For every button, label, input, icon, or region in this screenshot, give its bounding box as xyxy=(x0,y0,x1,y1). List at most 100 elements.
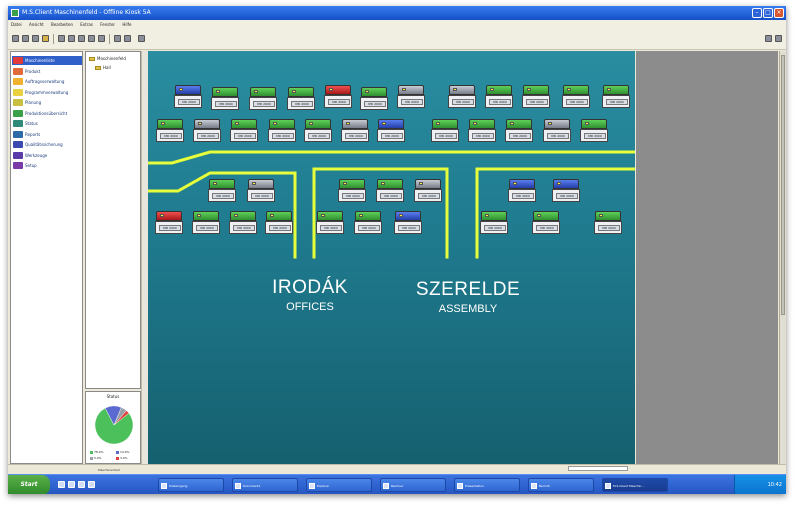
help-icon[interactable] xyxy=(138,35,145,42)
list-icon[interactable] xyxy=(98,35,105,42)
zoom-icon[interactable] xyxy=(78,35,85,42)
machine-tile[interactable]: MD 2000 xyxy=(174,85,202,108)
taskbar-item[interactable]: Rechner xyxy=(380,478,446,492)
taskbar-item[interactable]: Posteingang xyxy=(158,478,224,492)
machine-tile[interactable]: MD 2000 xyxy=(268,119,296,142)
taskbar-item[interactable]: Explorer xyxy=(306,478,372,492)
machine-tile[interactable]: MD 2000 xyxy=(552,179,580,202)
machine-tile[interactable]: MD 2000 xyxy=(480,211,508,234)
maximize-button[interactable]: □ xyxy=(763,8,773,18)
back-icon[interactable] xyxy=(12,35,19,42)
machine-tile[interactable]: MD 2000 xyxy=(360,87,388,110)
quicklaunch-desktop-icon[interactable] xyxy=(68,481,75,488)
machine-tile[interactable]: MD 2000 xyxy=(414,179,442,202)
machine-tile[interactable]: MD 2000 xyxy=(376,179,404,202)
machine-tile[interactable]: MD 2000 xyxy=(247,179,275,202)
sidebar-item-label: Produktionsübersicht xyxy=(25,110,68,116)
sidebar-item[interactable]: Programmverwaltung xyxy=(12,88,82,97)
quicklaunch-ie-icon[interactable] xyxy=(58,481,65,488)
quicklaunch-media-icon[interactable] xyxy=(88,481,95,488)
tray-clock[interactable]: 10:42 xyxy=(767,482,782,488)
menu-window[interactable]: Fenster xyxy=(100,22,116,27)
scrollbar-thumb[interactable] xyxy=(781,55,785,315)
machine-tile[interactable]: MD 2000 xyxy=(377,119,405,142)
machine-tile[interactable]: MD 2000 xyxy=(304,119,332,142)
machine-status-icon xyxy=(288,87,314,97)
machine-tile[interactable]: MD 2000 xyxy=(580,119,608,142)
grid-icon[interactable] xyxy=(88,35,95,42)
taskbar-item-label: M.S.Client Maschin... xyxy=(613,484,645,488)
machine-tile[interactable]: MD 2000 xyxy=(522,85,550,108)
taskbar-item[interactable]: Dokument1 xyxy=(232,478,298,492)
machine-tile[interactable]: MD 2000 xyxy=(338,179,366,202)
sidebar-item[interactable]: Setup xyxy=(12,161,82,170)
map-scrollbar[interactable] xyxy=(779,51,786,464)
horizontal-scrollbar[interactable] xyxy=(568,466,628,471)
refresh-icon[interactable] xyxy=(32,35,39,42)
forward-icon[interactable] xyxy=(22,35,29,42)
settings-icon[interactable] xyxy=(124,35,131,42)
machine-tile[interactable]: MD 2000 xyxy=(394,211,422,234)
menu-view[interactable]: Ansicht xyxy=(28,22,44,27)
tree-root-node[interactable]: Maschinenfeld xyxy=(89,56,126,61)
machine-tile[interactable]: MD 2000 xyxy=(211,87,239,110)
minimize-button[interactable]: – xyxy=(752,8,762,18)
machine-tile[interactable]: MD 2000 xyxy=(192,211,220,234)
pin-icon[interactable] xyxy=(775,35,782,42)
sidebar-item[interactable]: Qualitätssicherung xyxy=(12,140,82,149)
print-icon[interactable] xyxy=(58,35,65,42)
menu-tools[interactable]: Extras xyxy=(80,22,93,27)
taskbar-item[interactable]: Bericht xyxy=(528,478,594,492)
machine-tile[interactable]: MD 2000 xyxy=(155,211,183,234)
taskbar-item[interactable]: M.S.Client Maschin... xyxy=(602,478,668,492)
save-icon[interactable] xyxy=(68,35,75,42)
machine-tile[interactable]: MD 2000 xyxy=(448,85,476,108)
machine-tile[interactable]: MD 2000 xyxy=(485,85,513,108)
machine-tile[interactable]: MD 2000 xyxy=(229,211,257,234)
sidebar-item[interactable]: Reports xyxy=(12,130,82,139)
machine-tile[interactable]: MD 2000 xyxy=(354,211,382,234)
folder-icon[interactable] xyxy=(42,35,49,42)
taskbar-item[interactable]: Präsentation xyxy=(454,478,520,492)
machine-tile[interactable]: MD 2000 xyxy=(397,85,425,108)
sidebar-item[interactable]: Werkzeuge xyxy=(12,151,82,160)
machine-tile[interactable]: MD 2000 xyxy=(602,85,630,108)
machine-tile[interactable]: MD 2000 xyxy=(230,119,258,142)
quicklaunch-mail-icon[interactable] xyxy=(78,481,85,488)
machine-tile[interactable]: MD 2000 xyxy=(208,179,236,202)
machine-tile[interactable]: MD 2000 xyxy=(543,119,571,142)
machine-tile[interactable]: MD 2000 xyxy=(562,85,590,108)
machine-tile[interactable]: MD 2000 xyxy=(193,119,221,142)
machine-tile[interactable]: MD 2000 xyxy=(594,211,622,234)
sidebar-item[interactable]: Produktionsübersicht xyxy=(12,109,82,118)
machine-tile[interactable]: MD 2000 xyxy=(532,211,560,234)
tree-scrollbar[interactable] xyxy=(141,51,148,464)
machine-tile[interactable]: MD 2000 xyxy=(287,87,315,110)
machine-tile[interactable]: MD 2000 xyxy=(324,85,352,108)
close-button[interactable]: × xyxy=(774,8,784,18)
sidebar-item[interactable]: Planung xyxy=(12,98,82,107)
machine-tile[interactable]: MD 2000 xyxy=(505,119,533,142)
machine-status-icon xyxy=(377,179,403,189)
window-titlebar[interactable]: M.S.Client Maschinenfeld - Offline Kiosk… xyxy=(8,6,786,20)
machine-tile[interactable]: MD 2000 xyxy=(341,119,369,142)
machine-tile[interactable]: MD 2000 xyxy=(431,119,459,142)
layout-icon[interactable] xyxy=(114,35,121,42)
machine-tile[interactable]: MD 2000 xyxy=(316,211,344,234)
sidebar-item[interactable]: Auftragsverwaltung xyxy=(12,77,82,86)
start-button[interactable]: Start xyxy=(8,475,50,494)
machine-tile[interactable]: MD 2000 xyxy=(265,211,293,234)
sidebar-item[interactable]: Produkt xyxy=(12,67,82,76)
machine-status-icon xyxy=(250,87,276,97)
machine-tile[interactable]: MD 2000 xyxy=(156,119,184,142)
menu-help[interactable]: Hilfe xyxy=(122,22,132,27)
machine-tile[interactable]: MD 2000 xyxy=(468,119,496,142)
menu-edit[interactable]: Bearbeiten xyxy=(51,22,73,27)
menu-file[interactable]: Datei xyxy=(11,22,22,27)
machine-tile[interactable]: MD 2000 xyxy=(508,179,536,202)
tree-child-node[interactable]: Hall xyxy=(95,65,111,70)
sidebar-item[interactable]: Maschinenliste xyxy=(12,56,82,65)
machine-tile[interactable]: MD 2000 xyxy=(249,87,277,110)
sidebar-item[interactable]: Status xyxy=(12,119,82,128)
dock-icon[interactable] xyxy=(765,35,772,42)
